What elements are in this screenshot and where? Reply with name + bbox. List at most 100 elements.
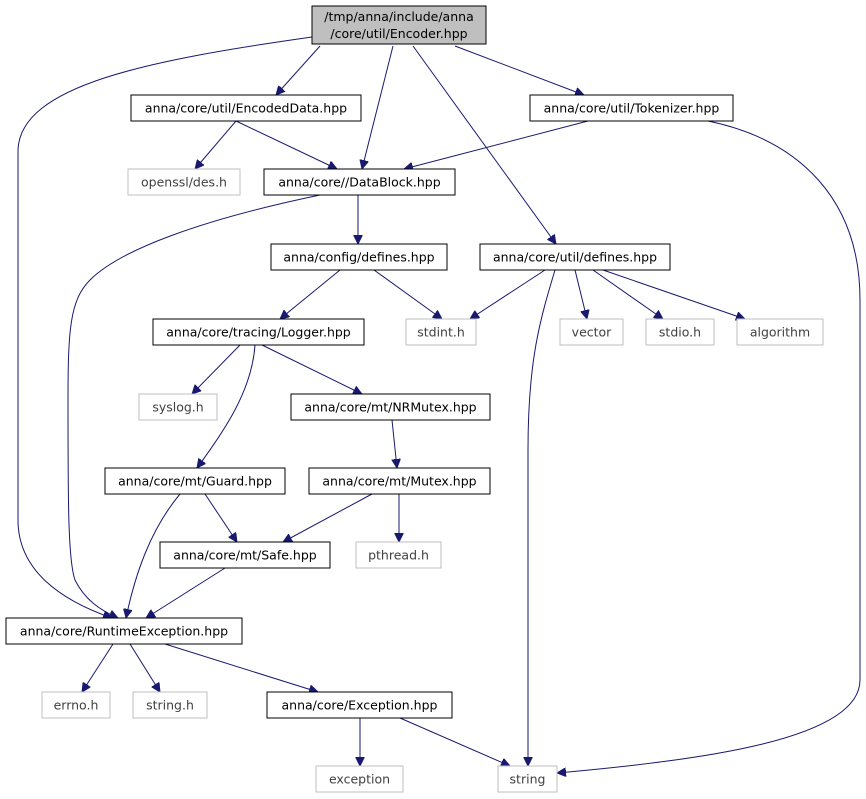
- edge-nrmutex-to-mutex: [391, 419, 397, 468]
- node-algorithm: algorithm: [736, 318, 824, 346]
- node-encodeddata[interactable]: anna/core/util/EncodedData.hpp: [130, 94, 362, 122]
- edge-encoder-to-utildefines: [412, 45, 556, 244]
- node-label: anna/core/tracing/Logger.hpp: [166, 325, 351, 340]
- nodes-layer: /tmp/anna/include/anna/core/util/Encoder…: [5, 5, 824, 793]
- edge-exception_hpp-to-string: [399, 717, 510, 766]
- node-configdefines[interactable]: anna/config/defines.hpp: [270, 243, 448, 271]
- node-guard[interactable]: anna/core/mt/Guard.hpp: [104, 467, 286, 495]
- node-datablock[interactable]: anna/core//DataBlock.hpp: [263, 168, 456, 196]
- node-box: [104, 467, 286, 495]
- edge-configdefines-to-logger: [280, 269, 341, 319]
- node-box: [308, 467, 491, 495]
- node-label: stdint.h: [417, 325, 465, 340]
- node-box: [497, 765, 558, 793]
- node-encoder[interactable]: /tmp/anna/include/anna/core/util/Encoder…: [311, 5, 487, 45]
- node-box: [130, 94, 362, 122]
- node-box: [736, 318, 824, 346]
- node-runtimeexception[interactable]: anna/core/RuntimeException.hpp: [5, 617, 243, 645]
- edge-encoder-to-encodeddata: [276, 45, 321, 95]
- node-box: [645, 318, 715, 346]
- node-box: [132, 691, 208, 719]
- node-pthread: pthread.h: [355, 541, 442, 569]
- edge-guard-to-runtimeexception: [126, 493, 181, 618]
- node-label: anna/core/util/defines.hpp: [493, 250, 657, 265]
- edges-layer: [17, 36, 861, 773]
- node-label: stdio.h: [659, 325, 701, 340]
- node-box: [138, 393, 218, 421]
- node-box: [315, 765, 404, 793]
- node-box: [529, 94, 734, 122]
- edge-safe-to-runtimeexception: [146, 567, 226, 618]
- node-box: [127, 168, 241, 196]
- node-box: [290, 393, 491, 421]
- node-label: anna/config/defines.hpp: [283, 250, 434, 265]
- node-stdint: stdint.h: [405, 318, 477, 346]
- edge-encodeddata-to-datablock: [235, 120, 337, 169]
- edge-logger-to-nrmutex: [261, 344, 362, 394]
- node-label: anna/core/mt/Safe.hpp: [173, 548, 316, 563]
- node-box: [266, 691, 453, 719]
- edge-mutex-to-safe: [283, 493, 373, 542]
- node-label: anna/core//DataBlock.hpp: [278, 175, 440, 190]
- node-box: [479, 243, 671, 271]
- node-box: [5, 617, 243, 645]
- node-label: errno.h: [54, 698, 99, 713]
- edge-guard-to-safe: [204, 493, 237, 542]
- edge-encoder-to-tokenizer: [454, 45, 584, 95]
- node-vector: vector: [559, 318, 624, 346]
- node-mutex[interactable]: anna/core/mt/Mutex.hpp: [308, 467, 491, 495]
- node-label: anna/core/mt/NRMutex.hpp: [304, 400, 476, 415]
- node-box: [41, 691, 111, 719]
- edge-configdefines-to-stdint: [373, 269, 442, 319]
- node-label: anna/core/util/Tokenizer.hpp: [544, 101, 720, 116]
- node-label: vector: [572, 325, 613, 340]
- node-box: [405, 318, 477, 346]
- edge-tokenizer-to-string: [557, 120, 861, 773]
- node-box: [311, 5, 487, 45]
- edge-encodeddata-to-openssl: [195, 120, 237, 169]
- node-box: [355, 541, 442, 569]
- node-label: algorithm: [750, 325, 810, 340]
- node-exception: exception: [315, 765, 404, 793]
- node-openssl: openssl/des.h: [127, 168, 241, 196]
- node-label: anna/core/RuntimeException.hpp: [20, 624, 228, 639]
- node-string: string: [497, 765, 558, 793]
- node-label: string.h: [146, 698, 194, 713]
- edge-utildefines-to-algorithm: [602, 269, 745, 319]
- edge-utildefines-to-vector: [574, 269, 587, 319]
- edge-utildefines-to-string: [528, 269, 556, 766]
- node-label: /core/util/Encoder.hpp: [330, 26, 467, 41]
- node-label: syslog.h: [152, 400, 203, 415]
- node-label: /tmp/anna/include/anna: [324, 9, 473, 24]
- edge-datablock-to-runtimeexception: [67, 194, 321, 618]
- node-safe[interactable]: anna/core/mt/Safe.hpp: [159, 541, 331, 569]
- node-label: pthread.h: [368, 548, 429, 563]
- node-label: anna/core/mt/Guard.hpp: [118, 474, 272, 489]
- node-tokenizer[interactable]: anna/core/util/Tokenizer.hpp: [529, 94, 734, 122]
- edge-runtimeexception-to-exception_hpp: [164, 643, 318, 692]
- node-label: anna/core/Exception.hpp: [282, 698, 438, 713]
- node-stringh: string.h: [132, 691, 208, 719]
- node-label: string: [510, 772, 546, 787]
- edge-logger-to-syslog: [192, 344, 241, 394]
- node-exception_hpp[interactable]: anna/core/Exception.hpp: [266, 691, 453, 719]
- edge-encoder-to-datablock: [362, 45, 394, 169]
- node-syslog: syslog.h: [138, 393, 218, 421]
- edge-encoder-to-runtimeexception: [17, 36, 313, 618]
- node-box: [559, 318, 624, 346]
- edge-utildefines-to-stdint: [470, 269, 546, 319]
- node-box: [270, 243, 448, 271]
- node-label: exception: [329, 772, 390, 787]
- edge-utildefines-to-stdio: [592, 269, 663, 319]
- node-utildefines[interactable]: anna/core/util/defines.hpp: [479, 243, 671, 271]
- node-label: anna/core/mt/Mutex.hpp: [322, 474, 476, 489]
- edge-runtimeexception-to-stringh: [129, 643, 160, 692]
- edge-runtimeexception-to-errno: [82, 643, 114, 692]
- node-box: [263, 168, 456, 196]
- node-label: anna/core/util/EncodedData.hpp: [145, 101, 347, 116]
- edge-tokenizer-to-datablock: [404, 120, 589, 169]
- node-logger[interactable]: anna/core/tracing/Logger.hpp: [152, 318, 365, 346]
- node-stdio: stdio.h: [645, 318, 715, 346]
- node-nrmutex[interactable]: anna/core/mt/NRMutex.hpp: [290, 393, 491, 421]
